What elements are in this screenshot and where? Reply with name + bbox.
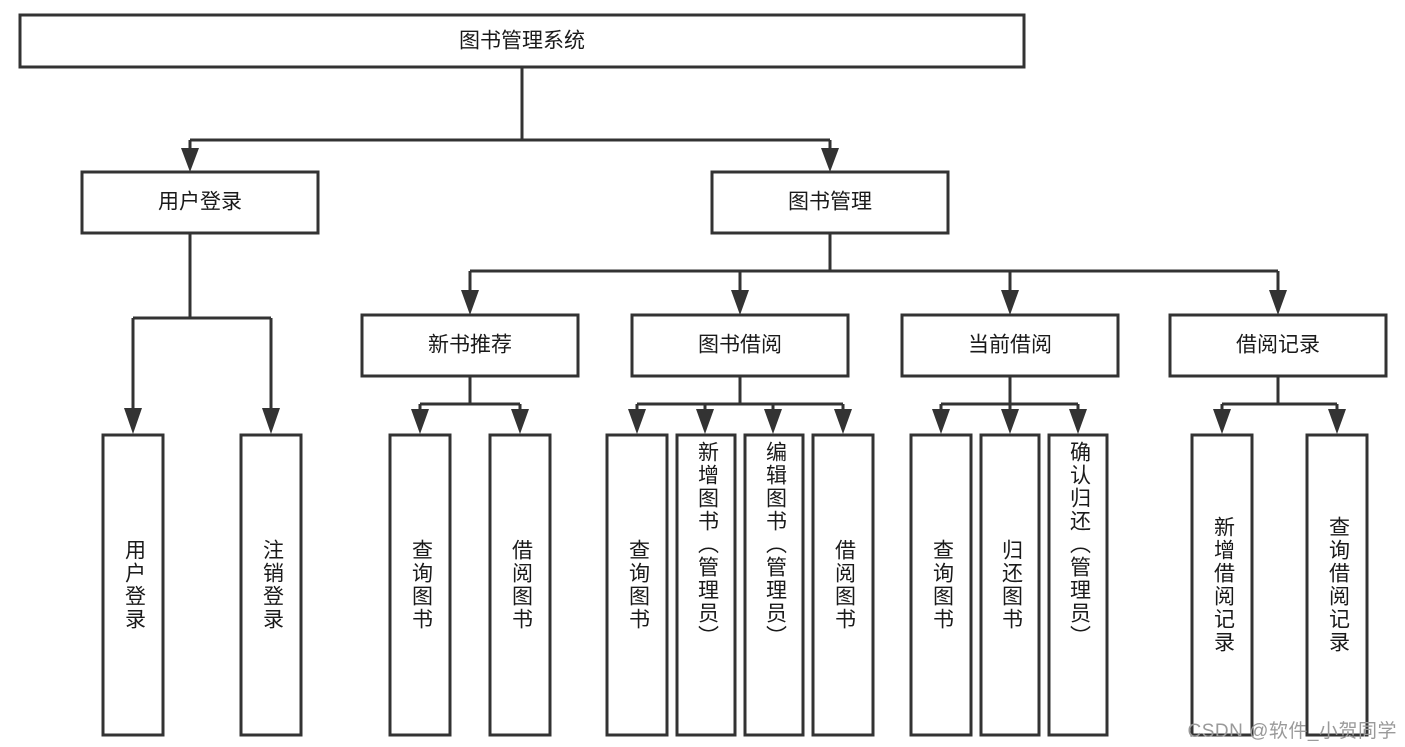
arrow-head-leaf13	[1328, 409, 1346, 434]
arrow-head-leaf9	[932, 409, 950, 434]
arrow-head-leaf6	[696, 409, 714, 434]
arrow-head-leaf11	[1069, 409, 1087, 434]
arrow-head-newbook	[461, 290, 479, 315]
node-leaf10-box[interactable]	[979, 433, 1041, 737]
node-leaf9-box[interactable]	[909, 433, 973, 737]
node-leaf13-box[interactable]	[1305, 433, 1369, 737]
node-leaf11-box[interactable]	[1047, 433, 1109, 737]
node-bookmgmt[interactable]: 图书管理	[710, 170, 950, 235]
arrow-head-record	[1269, 290, 1287, 315]
node-borrow-box[interactable]	[630, 313, 850, 378]
node-bookmgmt-label: 图书管理	[788, 191, 872, 214]
arrow-head-leaf3	[411, 409, 429, 434]
node-login-box[interactable]	[80, 170, 320, 235]
arrow-head-leaf12	[1213, 409, 1231, 434]
node-leaf2-box[interactable]	[239, 433, 303, 737]
node-newbook-label: 新书推荐	[428, 334, 512, 357]
arrow-head-leaf2	[262, 408, 280, 434]
arrow-head-leaf8	[834, 409, 852, 434]
arrow-head-leaf7	[764, 409, 782, 434]
node-record-box[interactable]	[1168, 313, 1388, 378]
node-bookmgmt-box[interactable]	[710, 170, 950, 235]
node-record-label: 借阅记录	[1236, 334, 1320, 357]
node-leaf5-box[interactable]	[605, 433, 669, 737]
node-current-box[interactable]	[900, 313, 1120, 378]
arrow-head-leaf5	[628, 409, 646, 434]
node-leaf6-box[interactable]	[675, 433, 737, 737]
node-borrow-label: 图书借阅	[698, 334, 782, 357]
node-leaf12-box[interactable]	[1190, 433, 1254, 737]
arrow-head-leaf1	[124, 408, 142, 434]
node-root[interactable]: 图书管理系统	[18, 13, 1026, 69]
connector-layer	[124, 67, 1346, 434]
arrow-head-login	[181, 148, 199, 172]
node-root-box[interactable]	[18, 13, 1026, 69]
arrow-head-leaf10	[1001, 409, 1019, 434]
arrow-head-current	[1001, 290, 1019, 315]
node-newbook[interactable]: 新书推荐	[360, 313, 580, 378]
arrow-head-borrow	[731, 290, 749, 315]
node-current-label: 当前借阅	[968, 334, 1052, 357]
node-login[interactable]: 用户登录	[80, 170, 320, 235]
node-leaf8-box[interactable]	[811, 433, 875, 737]
node-leaf3-box[interactable]	[388, 433, 452, 737]
node-leaf4-box[interactable]	[488, 433, 552, 737]
node-root-label: 图书管理系统	[459, 30, 585, 53]
node-record[interactable]: 借阅记录	[1168, 313, 1388, 378]
node-leaf1-box[interactable]	[101, 433, 165, 737]
node-leaf7-box[interactable]	[743, 433, 805, 737]
node-current[interactable]: 当前借阅	[900, 313, 1120, 378]
node-login-label: 用户登录	[158, 191, 242, 214]
node-newbook-box[interactable]	[360, 313, 580, 378]
csdn-watermark: CSDN @软件_小贺同学	[1187, 721, 1397, 742]
arrow-head-leaf4	[511, 409, 529, 434]
node-borrow[interactable]: 图书借阅	[630, 313, 850, 378]
arrow-head-bookmgmt	[821, 148, 839, 172]
